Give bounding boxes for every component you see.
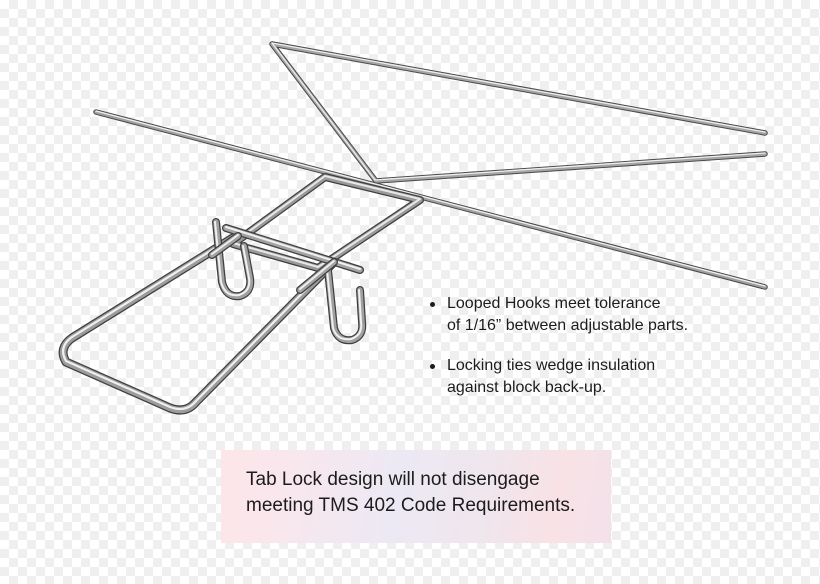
feature-bullet-line: Looped Hooks meet tolerance — [447, 295, 661, 312]
feature-bullet-list: Looped Hooks meet tolerance of 1/16” bet… — [430, 293, 760, 417]
feature-bullet-line: Locking ties wedge insulation — [447, 357, 656, 374]
straight-rod — [93, 109, 768, 290]
tab-lock-ties — [208, 232, 338, 294]
feature-bullet-line: of 1/16” between adjustable parts. — [447, 317, 689, 334]
rectangular-loop-tie — [58, 173, 424, 415]
bullet-dot-icon — [430, 302, 435, 307]
feature-bullet-item: Looped Hooks meet tolerance of 1/16” bet… — [430, 293, 760, 337]
triangular-wire-tie — [269, 41, 768, 184]
callout-line: Tab Lock design will not disengage — [246, 469, 540, 490]
code-compliance-callout: Tab Lock design will not disengage meeti… — [221, 450, 611, 543]
looped-hook-left — [212, 218, 255, 301]
looped-hook-right — [324, 266, 367, 345]
feature-bullet-item: Locking ties wedge insulation against bl… — [430, 355, 760, 399]
callout-line: meeting TMS 402 Code Requirements. — [246, 495, 576, 516]
feature-bullet-line: against block back-up. — [447, 379, 607, 396]
bullet-dot-icon — [430, 364, 435, 369]
